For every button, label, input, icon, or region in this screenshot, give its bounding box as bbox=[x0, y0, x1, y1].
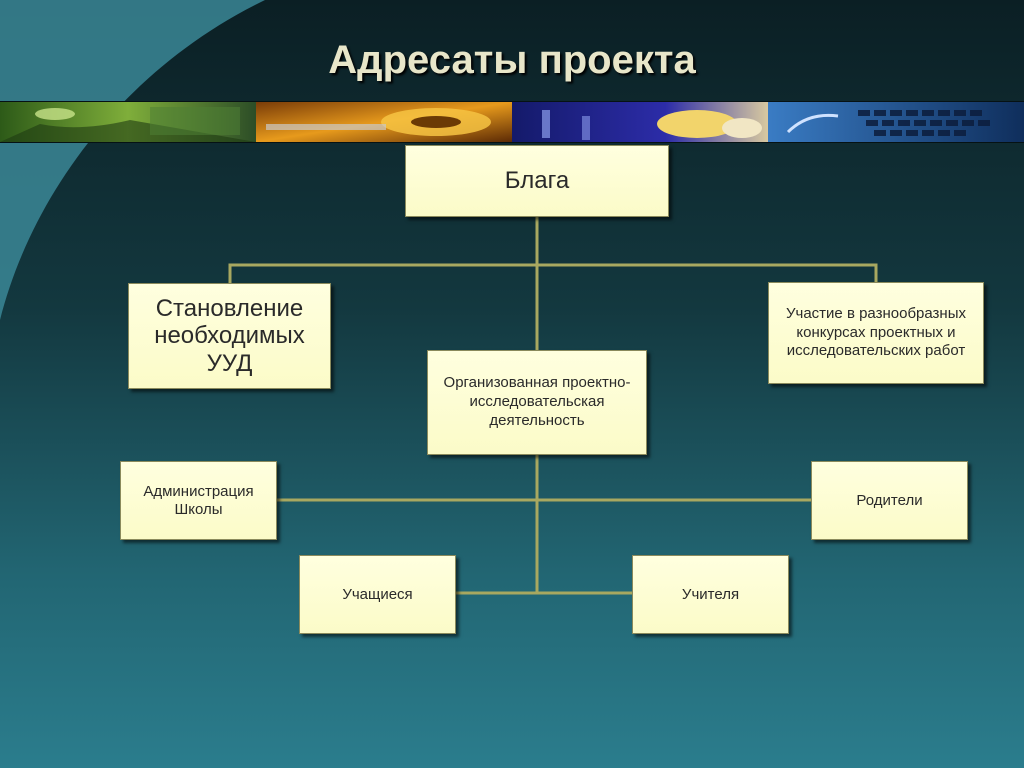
blue-lab-hands-image bbox=[512, 102, 768, 142]
orange-mechanical-image bbox=[256, 102, 512, 142]
node-left-outcome: Становление необходимых УУД bbox=[128, 283, 331, 389]
node-center: Организованная проектно-исследовательска… bbox=[427, 350, 647, 455]
node-students: Учащиеся bbox=[299, 555, 456, 634]
photo-strip bbox=[0, 101, 1024, 143]
slide-title: Адресаты проекта bbox=[328, 38, 696, 82]
green-scene-image bbox=[0, 102, 256, 142]
node-parents: Родители bbox=[811, 461, 968, 540]
blue-keyboard-image bbox=[768, 102, 1024, 142]
node-right-outcome: Участие в разнообразных конкурсах проект… bbox=[768, 282, 984, 384]
node-school-admin: Администрация Школы bbox=[120, 461, 277, 540]
node-root: Блага bbox=[405, 145, 669, 217]
node-teachers: Учителя bbox=[632, 555, 789, 634]
